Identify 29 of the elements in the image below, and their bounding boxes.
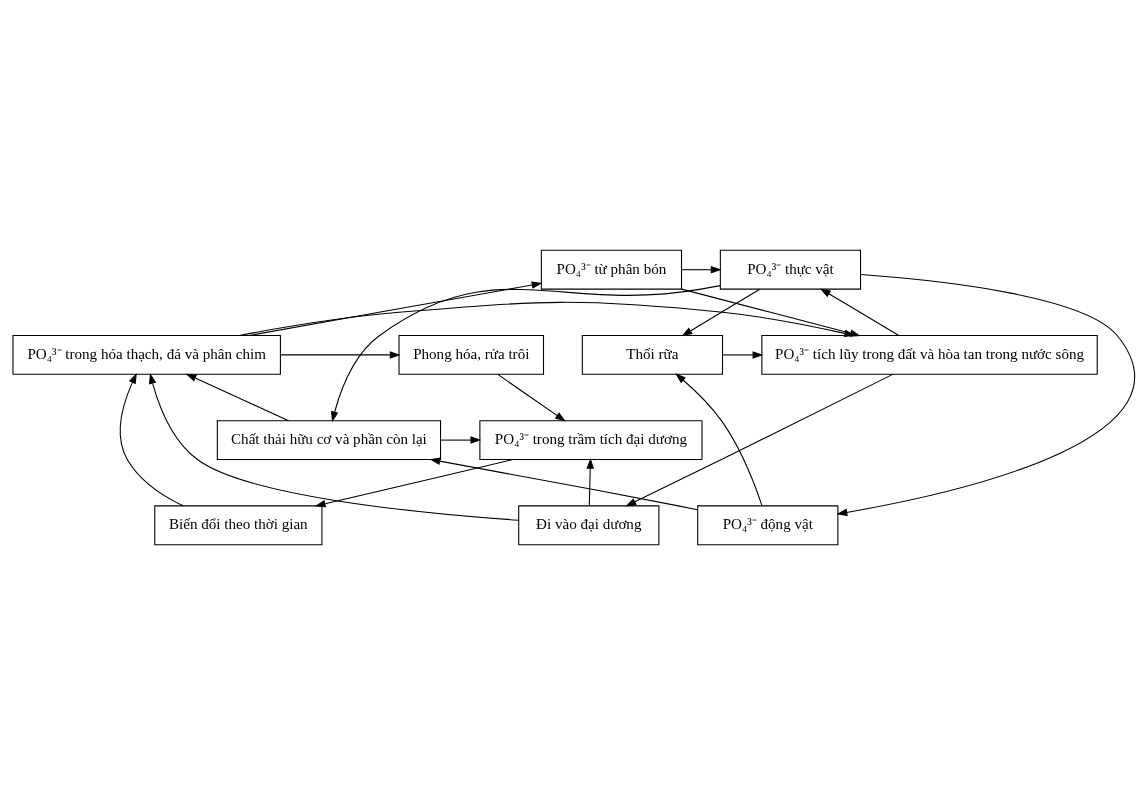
arrow	[625, 373, 894, 506]
node-box: PO₄³⁻ thực vật	[719, 249, 862, 290]
arrow	[440, 435, 482, 444]
arrow	[586, 457, 594, 506]
arrow	[429, 456, 698, 510]
arrow	[185, 373, 290, 421]
arrow	[119, 372, 184, 506]
node-box: PO₄³⁻ tích lũy trong đất và hòa tan trong nước sông	[761, 334, 1098, 375]
arrow	[238, 301, 855, 337]
node-box: PO₄³⁻ trong trầm tích đại dương	[479, 419, 703, 460]
node-box: Phong hóa, rửa trôi	[398, 334, 545, 375]
arrow	[675, 372, 763, 506]
arrow	[681, 265, 722, 273]
arrow	[279, 350, 401, 359]
arrow	[331, 284, 721, 422]
node-box: PO₄³⁻ trong hóa thạch, đá và phân chim	[12, 334, 281, 375]
arrow	[681, 288, 761, 336]
arrow	[721, 350, 764, 359]
node-box: Đi vào đại dương	[518, 504, 660, 545]
node-box: Chất thải hữu cơ và phần còn lại	[216, 419, 442, 460]
node-box: PO₄³⁻ động vật	[697, 504, 839, 545]
arrow	[248, 280, 543, 336]
arrow	[497, 373, 566, 422]
arrow	[836, 273, 1135, 516]
arrow	[314, 458, 514, 507]
arrow	[149, 372, 520, 521]
node-box: Biến đổi theo thời gian	[154, 504, 323, 545]
node-box: Thối rữa	[581, 334, 724, 375]
node-box: PO₄³⁻ từ phân bón	[540, 249, 683, 290]
